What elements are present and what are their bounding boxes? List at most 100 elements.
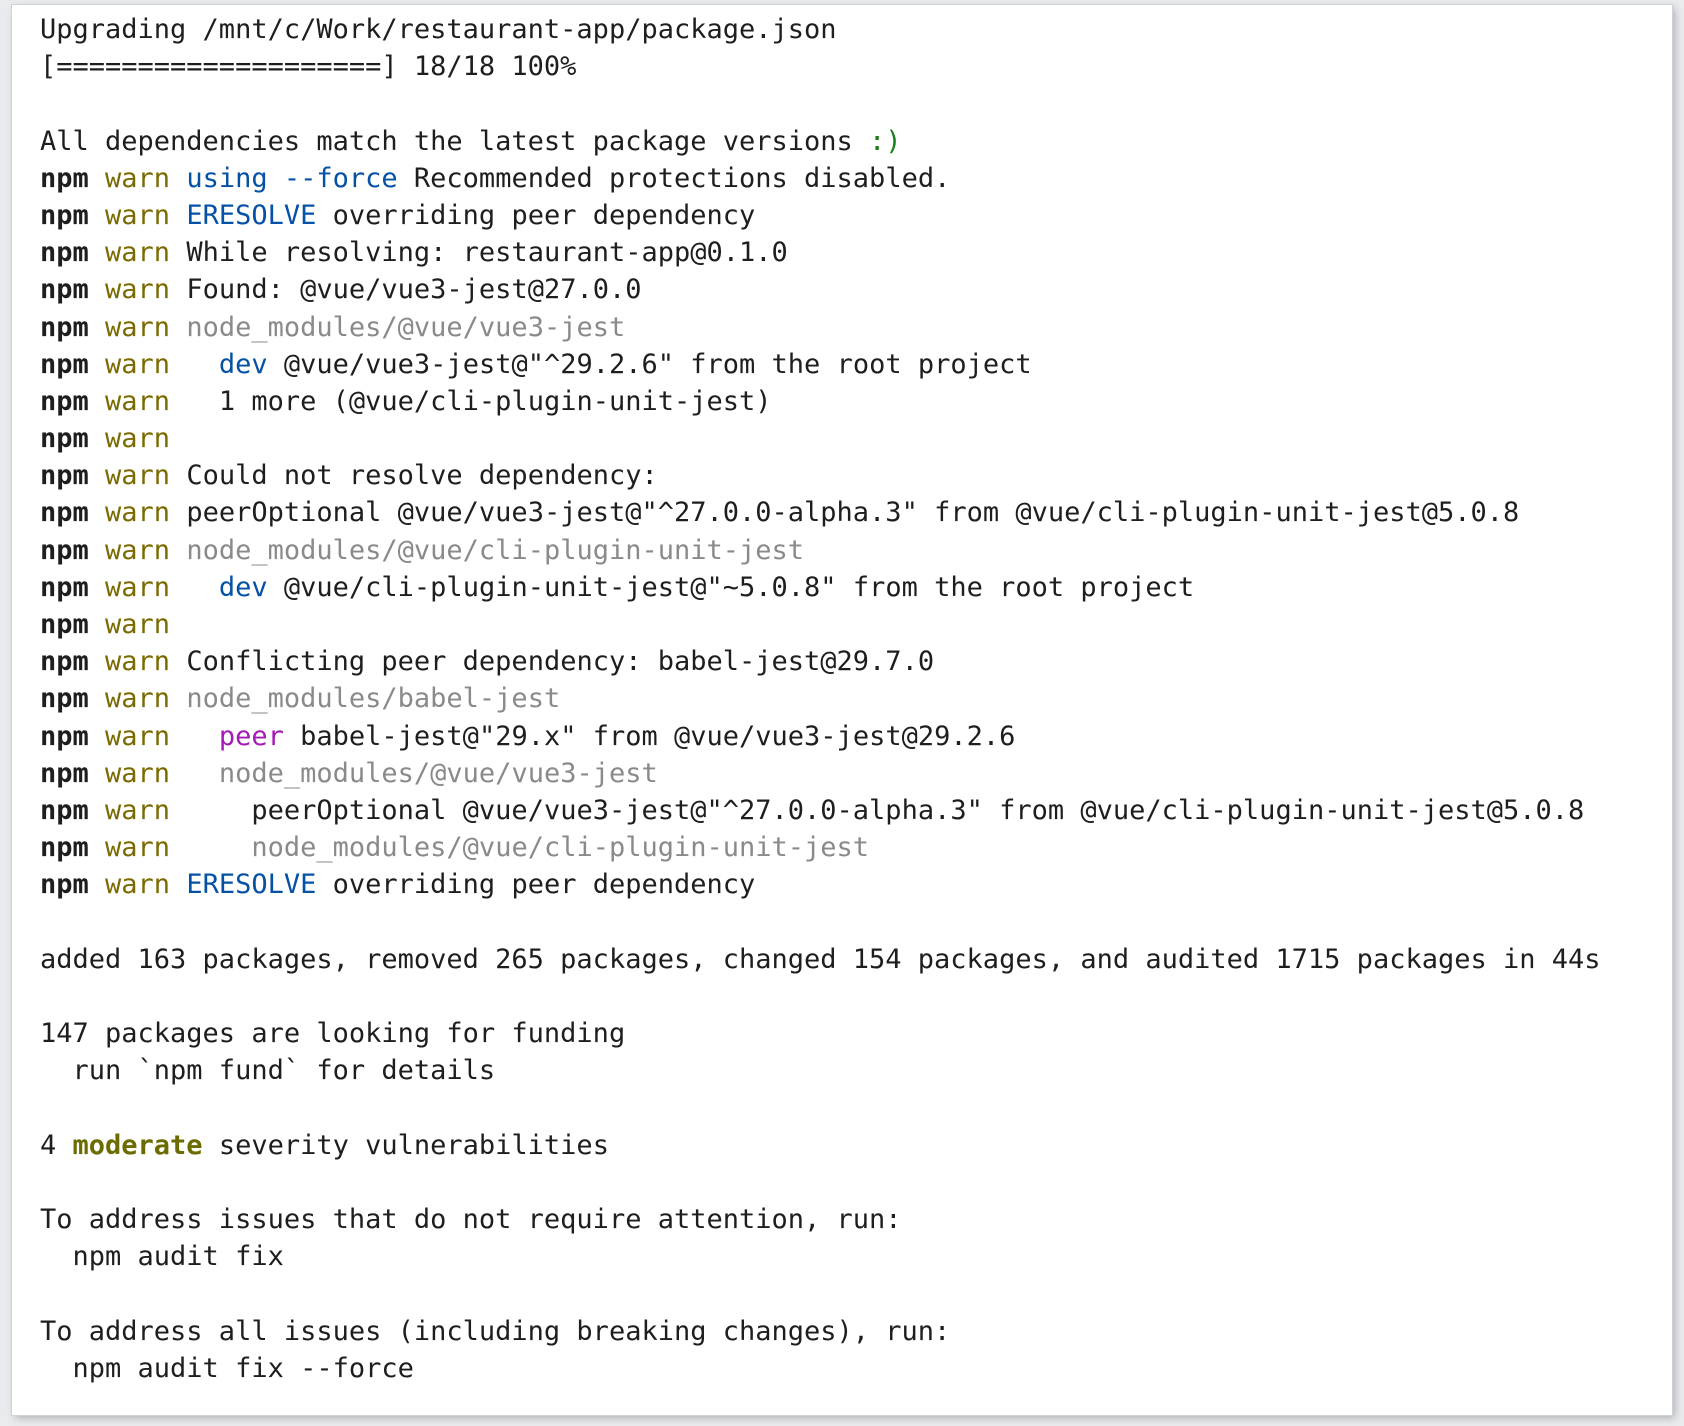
terminal-text-segment: npm <box>40 199 89 231</box>
terminal-text-segment: warn <box>88 348 187 380</box>
terminal-line: npm warn Could not resolve dependency: <box>40 457 1652 494</box>
terminal-text-segment: warn <box>88 646 187 678</box>
terminal-text-segment: dev <box>218 348 268 380</box>
terminal-line: 147 packages are looking for funding <box>40 1015 1652 1052</box>
terminal-text-segment: :) <box>869 125 902 157</box>
terminal-text-segment: npm <box>40 571 89 603</box>
terminal-text-segment: npm <box>40 720 89 752</box>
terminal-text-segment: While resolving: restaurant-app@0.1.0 <box>186 237 788 269</box>
terminal-line: npm warn ERESOLVE overriding peer depend… <box>40 197 1652 234</box>
terminal-text-segment: [====================] 18/18 100% <box>40 51 577 83</box>
terminal-text-segment: node_modules/@vue/vue3-jest <box>186 311 626 343</box>
terminal-text-segment: severity vulnerabilities <box>202 1129 609 1161</box>
terminal-line: Upgrading /mnt/c/Work/restaurant-app/pac… <box>40 11 1652 48</box>
terminal-line: npm warn <box>40 420 1652 457</box>
terminal-text-segment: npm audit fix --force <box>40 1352 414 1384</box>
terminal-line: npm warn node_modules/@vue/cli-plugin-un… <box>40 829 1652 866</box>
terminal-text-segment: warn <box>88 460 187 492</box>
terminal-line: npm warn peer babel-jest@"29.x" from @vu… <box>40 718 1652 755</box>
terminal-text-segment: warn <box>88 162 187 194</box>
terminal-line: npm warn node_modules/@vue/cli-plugin-un… <box>40 532 1652 569</box>
terminal-text-segment: peer <box>218 720 284 752</box>
terminal-text-segment: npm <box>40 794 89 826</box>
terminal-line: npm warn <box>40 606 1652 643</box>
terminal-text-segment: Conflicting peer dependency: babel-jest@… <box>186 646 935 678</box>
terminal-text-segment: Recommended protections disabled. <box>397 162 951 194</box>
terminal-text-segment: warn <box>88 683 187 715</box>
terminal-text-segment: warn <box>88 237 187 269</box>
terminal-text-segment: npm <box>40 683 89 715</box>
terminal-text-segment <box>186 832 251 863</box>
terminal-text-segment: overriding peer dependency <box>316 199 756 231</box>
terminal-line <box>40 904 1652 941</box>
terminal-text-segment: To address all issues (including breakin… <box>40 1315 951 1347</box>
terminal-text-segment <box>186 758 219 789</box>
terminal-text-segment: npm <box>40 460 89 492</box>
terminal-text-segment: npm <box>40 274 89 306</box>
terminal-line: npm warn node_modules/babel-jest <box>40 680 1652 717</box>
terminal-text-segment: warn <box>88 571 187 603</box>
terminal-text-segment: npm <box>40 609 89 640</box>
terminal-line: To address issues that do not require at… <box>40 1201 1652 1238</box>
terminal-text-segment: 4 <box>40 1129 73 1161</box>
terminal-text-segment: using --force <box>186 162 398 194</box>
terminal-line: npm warn node_modules/@vue/vue3-jest <box>40 309 1652 346</box>
terminal-line: npm warn 1 more (@vue/cli-plugin-unit-je… <box>40 383 1652 420</box>
terminal-text-segment: warn <box>88 274 187 306</box>
terminal-line: npm warn using --force Recommended prote… <box>40 160 1652 197</box>
terminal-text-segment: npm <box>40 423 89 455</box>
terminal-line: npm audit fix --force <box>40 1350 1652 1387</box>
terminal-text-segment: node_modules/@vue/vue3-jest <box>218 757 658 789</box>
terminal-text-segment: npm <box>40 237 89 269</box>
terminal-text-segment: dev <box>218 571 268 603</box>
terminal-text-segment: npm <box>40 757 89 789</box>
terminal-text-segment: To address issues that do not require at… <box>40 1204 902 1235</box>
terminal-text-segment: npm audit fix <box>40 1241 284 1273</box>
terminal-line: All dependencies match the latest packag… <box>40 123 1652 160</box>
terminal-text-segment: warn <box>88 497 187 529</box>
terminal-line: 4 moderate severity vulnerabilities <box>40 1127 1652 1164</box>
terminal-line <box>40 978 1652 1015</box>
terminal-text-segment: warn <box>88 832 187 864</box>
terminal-text-segment: npm <box>40 869 89 901</box>
terminal-line: npm warn dev @vue/vue3-jest@"^29.2.6" fr… <box>40 346 1652 383</box>
terminal-text-segment: npm <box>40 162 89 194</box>
terminal-text-segment: npm <box>40 646 89 678</box>
terminal-text-segment: moderate <box>72 1129 203 1161</box>
terminal-line <box>40 1164 1652 1201</box>
terminal-text-segment: npm <box>40 385 89 417</box>
terminal-text-segment <box>186 721 219 752</box>
terminal-window[interactable]: Upgrading /mnt/c/Work/restaurant-app/pac… <box>12 5 1672 1415</box>
terminal-text-segment <box>186 572 219 603</box>
terminal-text-segment: @vue/vue3-jest@"^29.2.6" from the root p… <box>267 348 1032 380</box>
terminal-text-segment: warn <box>88 534 187 566</box>
terminal-text-segment: node_modules/babel-jest <box>186 683 561 715</box>
terminal-text-segment: run `npm fund` for details <box>40 1055 496 1087</box>
terminal-text-segment: @vue/cli-plugin-unit-jest@"~5.0.8" from … <box>267 571 1195 603</box>
terminal-text-segment: Upgrading /mnt/c/Work/restaurant-app/pac… <box>40 14 837 45</box>
terminal-text-segment: overriding peer dependency <box>316 869 756 901</box>
terminal-text-segment: babel-jest@"29.x" from @vue/vue3-jest@29… <box>283 720 1016 752</box>
terminal-line: npm warn dev @vue/cli-plugin-unit-jest@"… <box>40 569 1652 606</box>
terminal-text-segment: npm <box>40 832 89 864</box>
terminal-line: run `npm fund` for details <box>40 1052 1652 1089</box>
terminal-text-segment: warn <box>88 869 187 901</box>
terminal-output: Upgrading /mnt/c/Work/restaurant-app/pac… <box>40 11 1652 1387</box>
terminal-text-segment <box>186 349 219 380</box>
terminal-text-segment: npm <box>40 311 89 343</box>
terminal-line: npm warn Found: @vue/vue3-jest@27.0.0 <box>40 271 1652 308</box>
terminal-text-segment: All dependencies match the latest packag… <box>40 125 870 157</box>
terminal-line: npm warn While resolving: restaurant-app… <box>40 234 1652 271</box>
terminal-text-segment: 1 more (@vue/cli-plugin-unit-jest) <box>186 385 772 417</box>
terminal-text-segment: npm <box>40 348 89 380</box>
terminal-text-segment: npm <box>40 534 89 566</box>
terminal-text-segment: warn <box>88 609 171 640</box>
terminal-text-segment: warn <box>88 757 187 789</box>
terminal-text-segment: warn <box>88 311 187 343</box>
terminal-text-segment: warn <box>88 199 187 231</box>
terminal-text-segment: warn <box>88 794 187 826</box>
terminal-line: npm warn Conflicting peer dependency: ba… <box>40 643 1652 680</box>
terminal-line: npm audit fix <box>40 1238 1652 1275</box>
terminal-text-segment: warn <box>88 423 171 455</box>
terminal-text-segment: npm <box>40 497 89 529</box>
